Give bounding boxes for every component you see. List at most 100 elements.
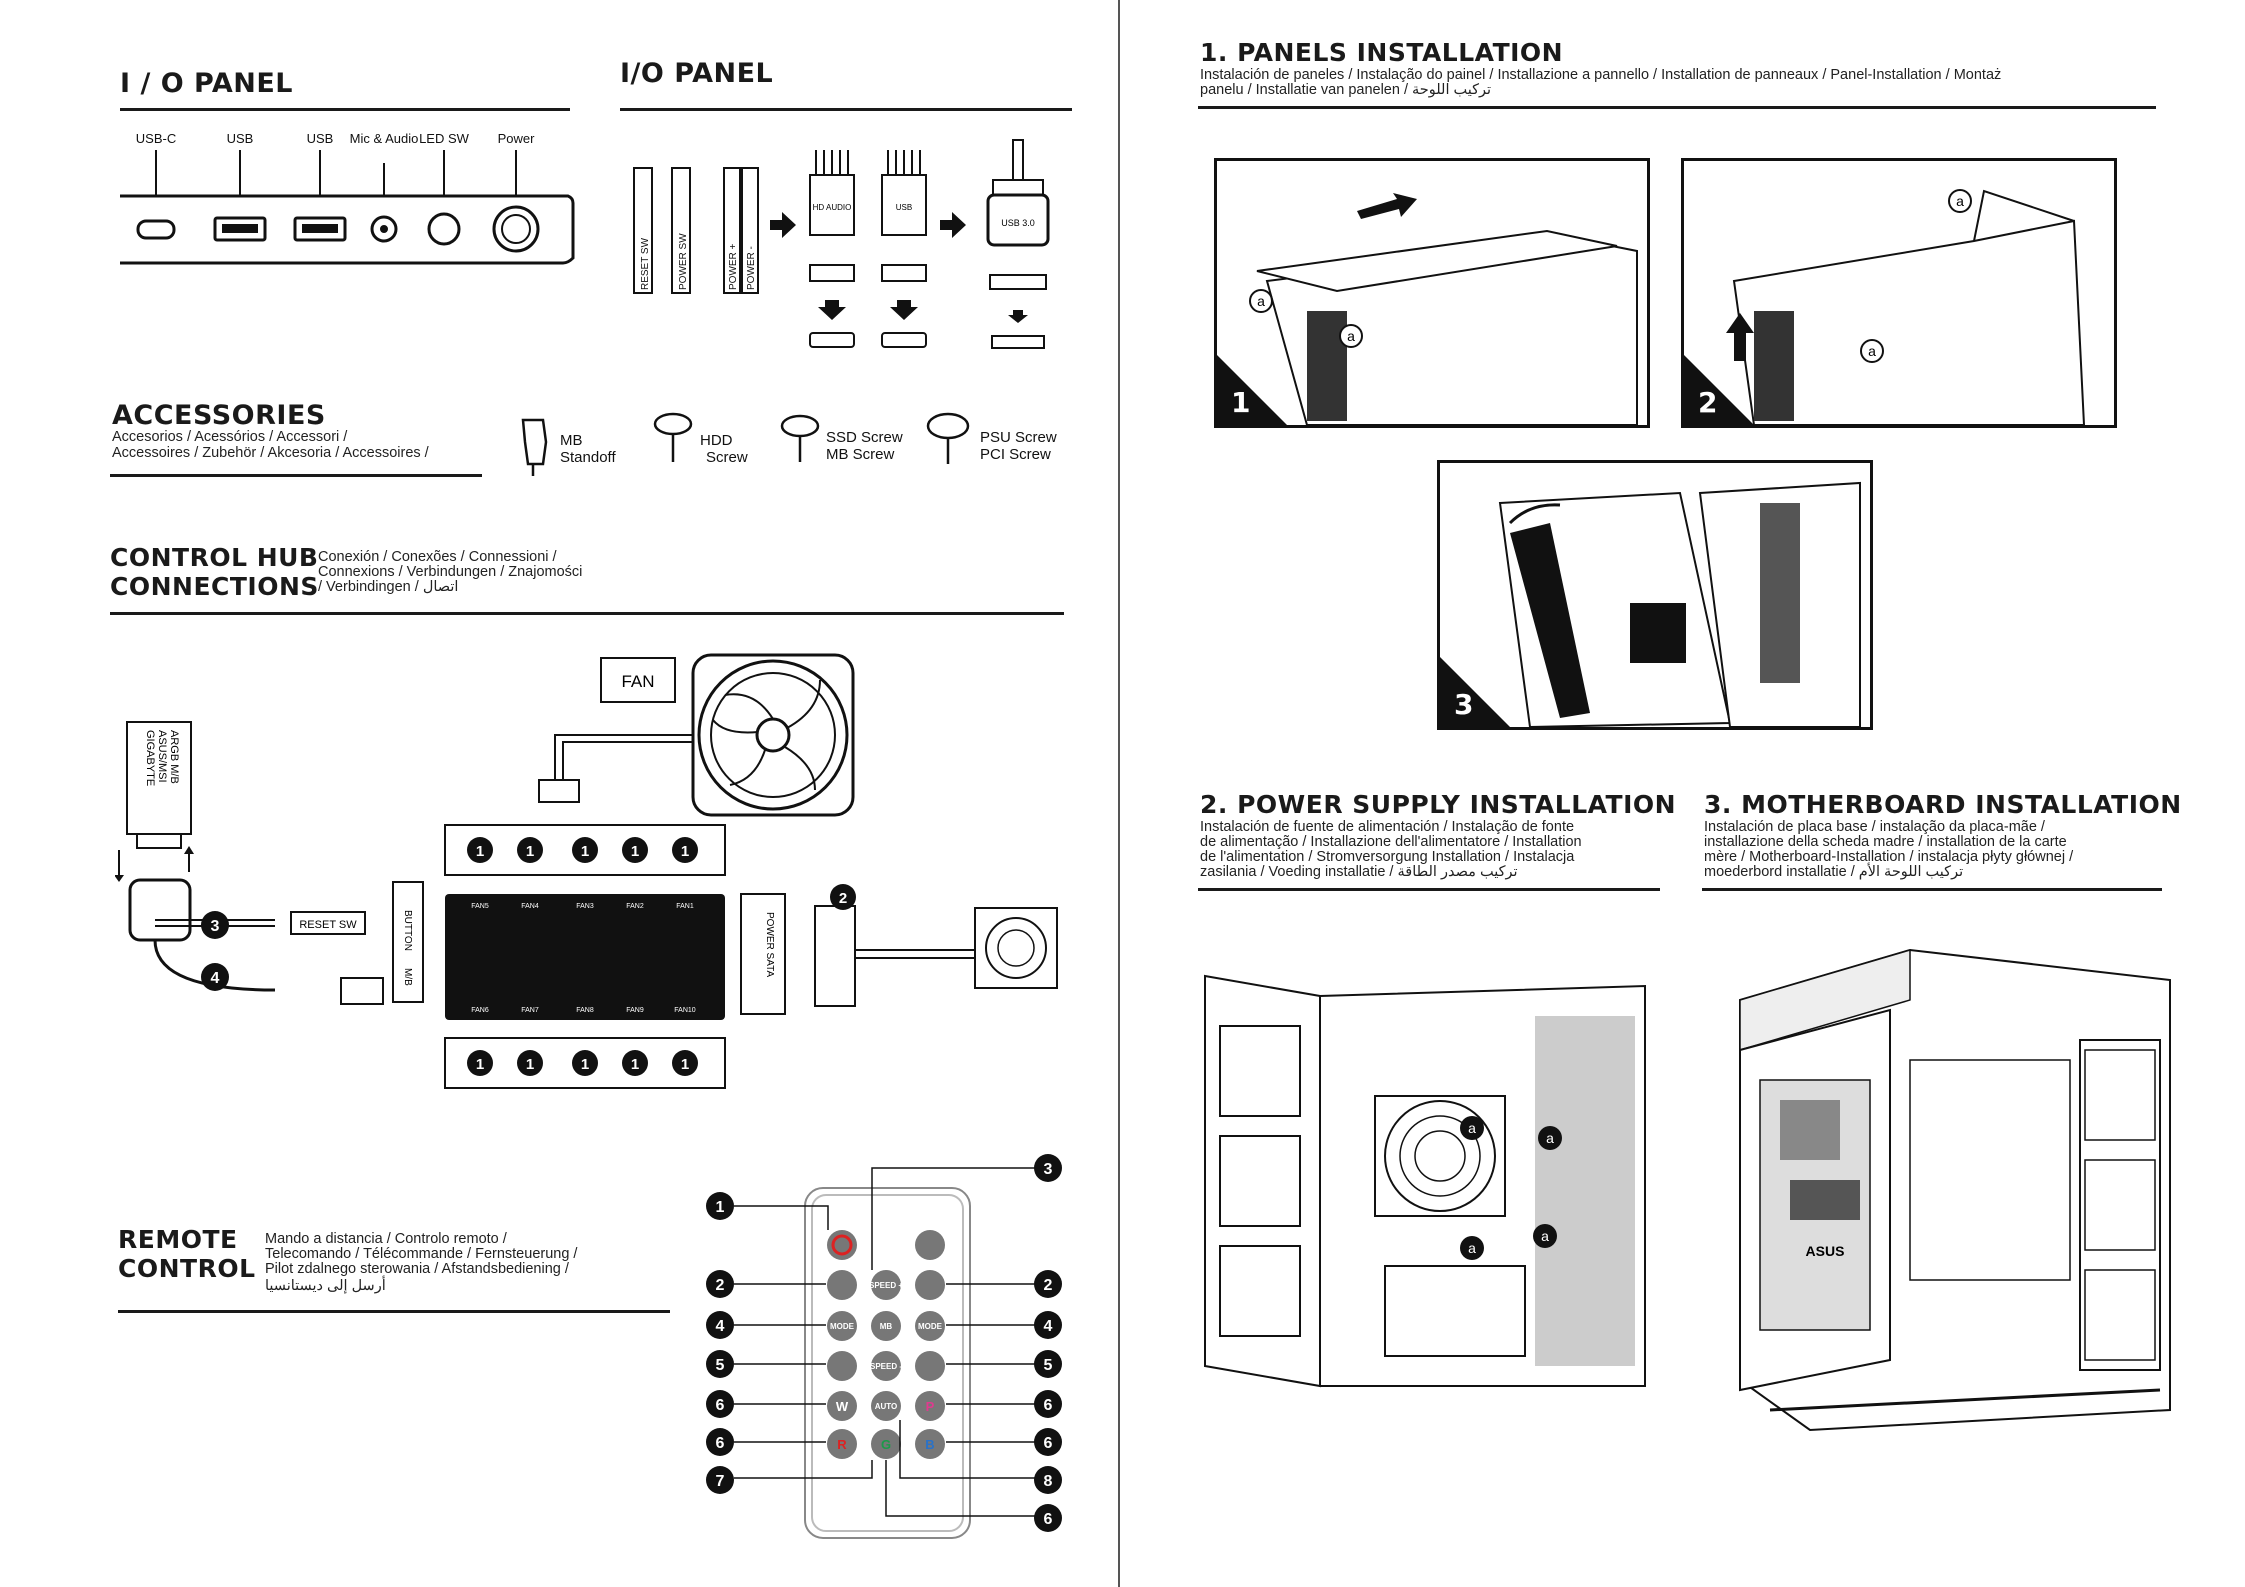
svg-text:a: a [1956,193,1964,209]
hdr-power: POWER SW [678,233,689,290]
page-fold [1118,0,1120,1587]
btn-p: P [926,1399,935,1414]
panels-title: 1. PANELS INSTALLATION [1200,38,1564,67]
hub-sub3: / Verbindingen / اتصال [318,579,459,595]
block-usb: USB [896,203,912,212]
hub-sub1: Conexión / Conexões / Connessioni / [318,549,557,565]
acc-ssd-1: SSD Screw [826,429,903,446]
btn-speedplus: SPEED + [869,1281,903,1290]
psu-sub2: de alimentação / Installazione dell'alim… [1200,834,1582,850]
psu-sub1: Instalación de fuente de alimentación / … [1200,819,1575,835]
mb-brand: ASUS [1806,1243,1845,1259]
callout-3: 3 [211,918,220,935]
svg-text:1: 1 [681,843,689,860]
btn-w: W [836,1399,849,1414]
svg-text:1: 1 [581,843,589,860]
svg-text:6: 6 [1044,1511,1053,1528]
accessories-sub1: Accesorios / Acessórios / Accessori / [112,429,348,445]
port-label-power: Power [498,131,536,146]
svg-text:6: 6 [716,1397,725,1414]
hub-title-1: CONTROL HUB [110,543,319,572]
svg-text:1: 1 [716,1199,725,1216]
svg-text:1: 1 [476,843,484,860]
remote-title-1: REMOTE [118,1225,238,1254]
remote-sub1: Mando a distancia / Controlo remoto / [265,1231,507,1247]
svg-text:8: 8 [1044,1473,1053,1490]
mb-sub4: moederbord installatie / تركيب اللوحة ال… [1704,864,1964,880]
btn-auto: AUTO [875,1402,898,1411]
mb-sub1: Instalación de placa base / instalação d… [1704,819,2045,835]
io-connectors-diagram: RESET SW POWER SW POWER + POWER - HD AUD… [633,139,1050,349]
remote-sub3: Pilot zdalnego sterowania / Afstandsbedi… [265,1261,569,1277]
hub-diagram: FAN ARGB M/B ASUS/MSI GIGABYTE RESET SW … [115,653,1058,1089]
io-connectors-rule [620,108,1072,111]
panel-step-3-number: 3 [1454,688,1474,721]
btn-speedminus: SPEED - [870,1362,902,1371]
svg-text:1: 1 [631,843,639,860]
panel-step-3: 3 [1437,460,1873,730]
fan2: FAN2 [626,903,644,910]
remote-diagram: SPEED + MB MODE MODE SPEED - W AUTO P R … [706,1154,1062,1539]
remote-sub2: Telecomando / Télécommande / Fernsteueru… [265,1246,578,1262]
acc-psu-2: PCI Screw [980,446,1051,463]
fan6: FAN6 [471,1007,489,1014]
svg-text:4: 4 [716,1318,725,1335]
hub-rule [110,612,1064,615]
svg-text:a: a [1541,1228,1549,1244]
accessories-icons: MB Standoff HDD Screw SSD Screw MB Screw… [521,412,1057,476]
svg-text:3: 3 [1044,1161,1053,1178]
io-panel-diagram: USB-C USB USB Mic & Audio LED SW Power [120,131,575,265]
svg-text:4: 4 [1044,1318,1053,1335]
mb-title: 3. MOTHERBOARD INSTALLATION [1704,790,2182,819]
fan7: FAN7 [521,1007,539,1014]
fan4: FAN4 [521,903,539,910]
acc-hdd-2: Screw [706,449,748,466]
acc-psu-1: PSU Screw [980,429,1057,446]
svg-text:6: 6 [716,1435,725,1452]
power-sata: POWER SATA [764,912,775,978]
panels-rule [1198,106,2156,109]
fan10: FAN10 [674,1007,696,1014]
hdr-pminus: POWER - [746,246,757,290]
mb-rule [1702,888,2162,891]
hub-sub2: Connexions / Verbindungen / Znajomości [318,564,583,580]
mb-sub2: installazione della scheda madre / insta… [1704,834,2067,850]
fan-label: FAN [621,672,654,691]
psu-title: 2. POWER SUPPLY INSTALLATION [1200,790,1677,819]
mb-label: M/B [402,968,413,986]
panel-step-2: a a 2 [1681,158,2117,428]
panel-step-1-number: 1 [1231,386,1251,419]
svg-text:5: 5 [1044,1357,1053,1374]
svg-text:1: 1 [581,1056,589,1073]
btn-r: R [837,1437,847,1452]
svg-text:a: a [1868,343,1876,359]
psu-diagram: a a a a [1204,974,1646,1388]
svg-text:2: 2 [716,1277,725,1294]
panel-step-2-number: 2 [1698,386,1718,419]
fan3: FAN3 [576,903,594,910]
svg-text:a: a [1468,1240,1476,1256]
port-label-usb1: USB [227,131,254,146]
svg-text:1: 1 [476,1056,484,1073]
remote-sub4: أرسل إلى ديستانسيا [265,1278,386,1294]
io-panel-title: I / O PANEL [120,68,294,99]
svg-text:1: 1 [526,1056,534,1073]
button-label: BUTTON [402,910,413,951]
panels-sub2: panelu / Installatie van panelen / تركيب… [1200,82,1492,98]
remote-rule [118,1310,670,1313]
svg-text:6: 6 [1044,1397,1053,1414]
fan1: FAN1 [676,903,694,910]
argb-3: GIGABYTE [144,730,156,786]
btn-b: B [925,1437,934,1452]
reset-label: RESET SW [299,919,357,931]
btn-g: G [881,1437,891,1452]
motherboard-diagram: ASUS [1739,948,2171,1432]
mb-sub3: mère / Motherboard-Installation / instal… [1704,849,2074,865]
argb-1: ARGB M/B [168,730,180,784]
fan9: FAN9 [626,1007,644,1014]
acc-ssd-2: MB Screw [826,446,895,463]
panel-step-1: a a 1 [1214,158,1650,428]
btn-mode-r: MODE [918,1322,943,1331]
remote-title-2: CONTROL [118,1254,256,1283]
callout-2: 2 [839,890,847,907]
